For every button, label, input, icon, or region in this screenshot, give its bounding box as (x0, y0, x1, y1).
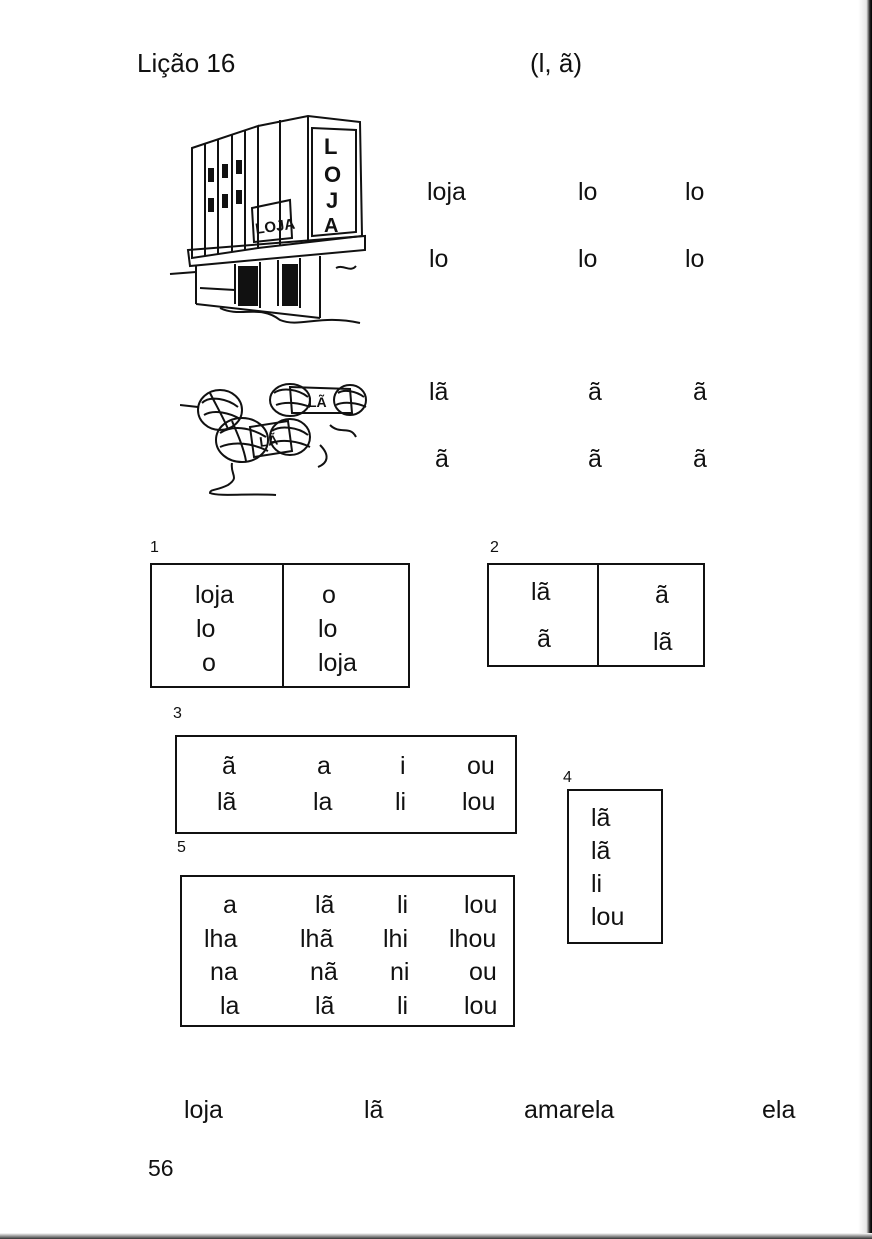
syllable: lou (464, 891, 498, 919)
syllable: ou (469, 958, 497, 986)
practice-word: lo (685, 178, 705, 206)
practice-word: ã (588, 445, 602, 473)
syllable: lã (315, 891, 335, 919)
word: lo (318, 615, 338, 643)
exercise-number: 3 (173, 705, 182, 722)
lesson-letters: (l, ã) (530, 48, 582, 78)
exercise-1-box: loja lo o o lo loja (150, 563, 410, 688)
footer-word: amarela (524, 1096, 615, 1124)
syllable: li (397, 891, 409, 919)
word: o (202, 649, 216, 677)
footer-word: lã (364, 1096, 384, 1124)
exercise-3-box: ã a i ou lã la li lou (175, 735, 517, 834)
syllable: i (400, 752, 406, 780)
footer-word: loja (184, 1096, 223, 1124)
practice-word: lo (578, 245, 598, 273)
word: lã (531, 578, 551, 606)
practice-word: ã (693, 445, 707, 473)
exercise-number: 2 (490, 539, 499, 556)
practice-word: lã (429, 378, 449, 406)
syllable: ou (467, 752, 495, 780)
word: o (322, 581, 336, 609)
svg-text:J: J (326, 188, 338, 213)
practice-word: ã (588, 378, 602, 406)
exercise-number: 5 (177, 839, 186, 856)
lesson-title: Lição 16 (137, 48, 236, 78)
svg-text:L: L (324, 134, 337, 159)
exercise-number: 1 (150, 539, 159, 556)
syllable: lou (464, 992, 498, 1020)
svg-text:LÃ: LÃ (258, 431, 279, 450)
store-building-icon: L O J A LOJA (169, 114, 366, 324)
syllable: ni (390, 958, 410, 986)
word: loja (318, 649, 357, 677)
syllable: lã (217, 788, 237, 816)
svg-text:LÃ: LÃ (308, 393, 327, 410)
syllable: na (210, 958, 238, 986)
page-number: 56 (148, 1155, 174, 1181)
practice-word: ã (693, 378, 707, 406)
word: lã (591, 837, 611, 865)
yarn-balls-icon: LÃ LÃ (180, 383, 367, 496)
syllable: a (317, 752, 331, 780)
exercise-number: 4 (563, 769, 572, 786)
syllable: a (223, 891, 237, 919)
syllable: lhã (300, 925, 334, 953)
syllable: lou (462, 788, 496, 816)
exercise-2-box: lã ã ã lã (487, 563, 705, 667)
syllable: lhou (449, 925, 497, 953)
word: loja (195, 581, 234, 609)
word: li (591, 870, 603, 898)
word: lo (196, 615, 216, 643)
svg-text:LOJA: LOJA (254, 216, 296, 238)
divider (282, 565, 284, 686)
practice-word: lo (429, 245, 449, 273)
practice-word: loja (427, 178, 466, 206)
practice-word: ã (435, 445, 449, 473)
footer-word: ela (762, 1096, 796, 1124)
exercise-5-box: a lã li lou lha lhã lhi lhou na nã ni ou… (180, 875, 515, 1027)
page-bottom-shadow (0, 1233, 872, 1239)
svg-text:O: O (324, 162, 341, 187)
word: ã (655, 581, 669, 609)
word: lou (591, 903, 625, 931)
syllable: lhi (383, 925, 409, 953)
syllable: la (313, 788, 333, 816)
syllable: ã (222, 752, 236, 780)
practice-word: lo (685, 245, 705, 273)
divider (597, 565, 599, 665)
syllable: li (395, 788, 407, 816)
exercise-4-box: lã lã li lou (567, 789, 663, 944)
syllable: nã (310, 958, 338, 986)
syllable: lã (315, 992, 335, 1020)
syllable: lha (204, 925, 238, 953)
syllable: la (220, 992, 240, 1020)
page-edge-shadow (858, 0, 872, 1239)
word: ã (537, 625, 551, 653)
syllable: li (397, 992, 409, 1020)
svg-text:A: A (324, 215, 338, 237)
practice-word: lo (578, 178, 598, 206)
word: lã (653, 628, 673, 656)
word: lã (591, 804, 611, 832)
